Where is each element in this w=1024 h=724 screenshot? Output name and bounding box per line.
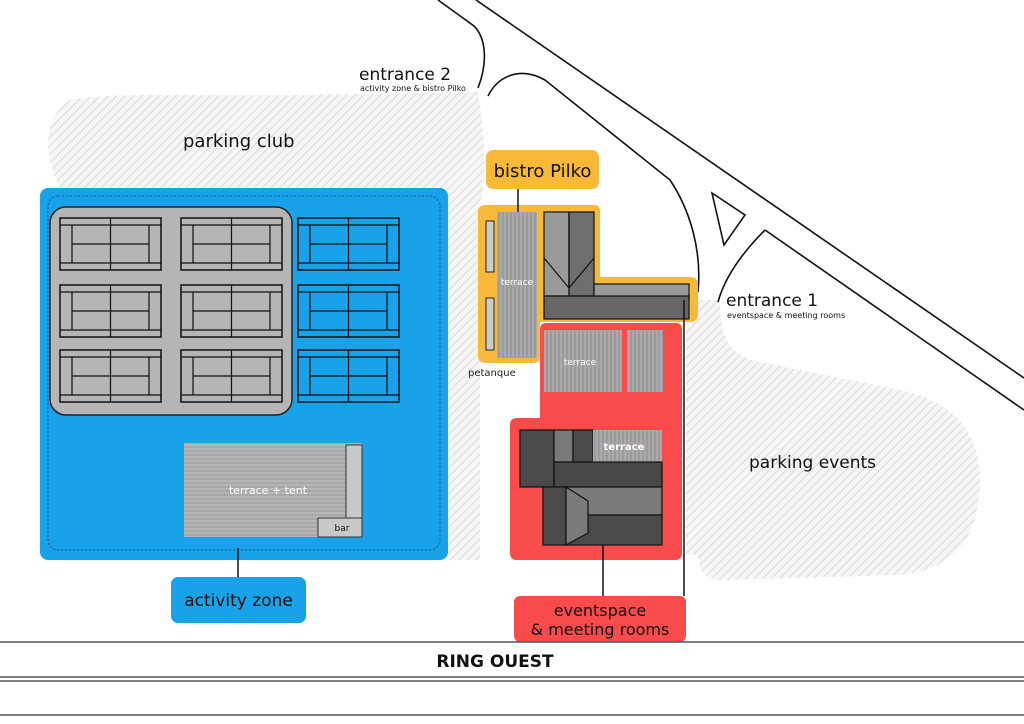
court[interactable] <box>180 349 283 403</box>
courts <box>59 217 400 403</box>
petanque-label: petanque <box>468 368 516 379</box>
petanque-court <box>485 297 495 351</box>
eventspace-terrace-lower-label: terrace <box>604 442 645 453</box>
court[interactable] <box>59 284 162 338</box>
entrance-2-title: entrance 2 <box>359 65 451 85</box>
activity-zone-label: activity zone <box>184 591 293 611</box>
parking-events-label: parking events <box>749 453 876 473</box>
access-roads <box>437 0 1024 411</box>
court[interactable] <box>180 284 283 338</box>
ring-ouest-road <box>0 641 1024 716</box>
parking-club-label: parking club <box>183 131 295 152</box>
eventspace-building <box>519 429 663 547</box>
court[interactable] <box>297 284 400 338</box>
parking-events-area <box>686 300 980 580</box>
court[interactable] <box>297 349 400 403</box>
bar[interactable] <box>317 517 363 538</box>
entrance-1-subtitle: eventspace & meeting rooms <box>727 311 845 320</box>
entrance-1-title: entrance 1 <box>726 291 818 311</box>
activity-zone-boundary <box>47 195 441 551</box>
eventspace-label-box[interactable] <box>514 596 686 642</box>
activity-zone-label-box[interactable] <box>171 577 306 623</box>
court[interactable] <box>297 217 400 271</box>
bar-label: bar <box>335 524 350 534</box>
bistro-terrace[interactable] <box>497 212 537 358</box>
court[interactable] <box>59 217 162 271</box>
bistro-building <box>543 211 690 320</box>
parking-club-area <box>48 92 485 560</box>
bistro-terrace-label: terrace <box>501 278 534 288</box>
eventspace-terrace-side <box>627 330 663 392</box>
petanque-court <box>485 220 495 273</box>
entrance-2-subtitle: activity zone & bistro Pilko <box>360 84 466 93</box>
ring-ouest-label: RING OUEST <box>436 652 554 672</box>
bistro-label: bistro Pilko <box>494 161 592 182</box>
bistro-label-box[interactable] <box>486 150 599 189</box>
eventspace-terrace-upper[interactable] <box>544 330 622 392</box>
eventspace-terrace-upper-label: terrace <box>564 358 597 368</box>
eventspace-label-line1: eventspace <box>554 601 647 620</box>
court[interactable] <box>180 217 283 271</box>
eventspace-label-line2: & meeting rooms <box>531 620 670 639</box>
court[interactable] <box>59 349 162 403</box>
terrace-tent-label: terrace + tent <box>229 484 308 497</box>
